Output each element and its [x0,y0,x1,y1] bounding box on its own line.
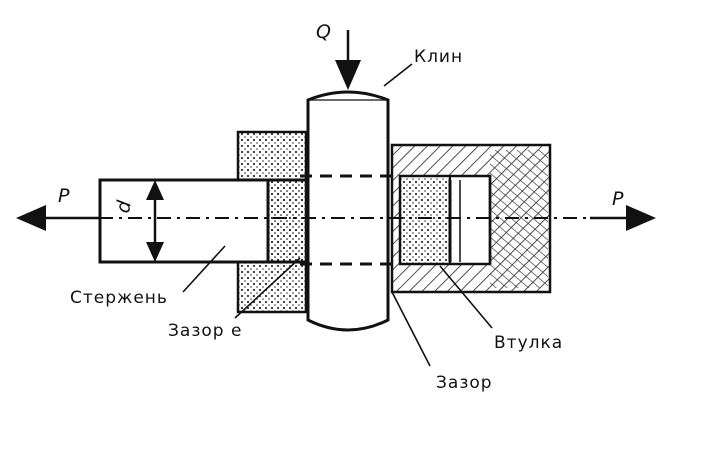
label-gap-e: Зазор e [168,321,242,341]
leader-lines [182,63,493,367]
label-rod: Стержень [70,288,168,308]
label-sleeve: Втулка [494,333,563,353]
force-label-top: Q [316,21,331,43]
rod [98,178,310,264]
label-gap: Зазор [436,373,493,393]
force-label-left: P [58,185,70,207]
hidden-lines [300,174,400,266]
wedge-key [306,90,390,332]
force-label-right: P [612,188,624,210]
diameter-label: d [112,198,136,215]
force-arrow-left [16,205,100,231]
force-arrow-right [590,205,656,231]
force-arrow-top [335,30,361,90]
diameter-dimension [146,180,164,262]
label-wedge: Клин [414,47,463,67]
